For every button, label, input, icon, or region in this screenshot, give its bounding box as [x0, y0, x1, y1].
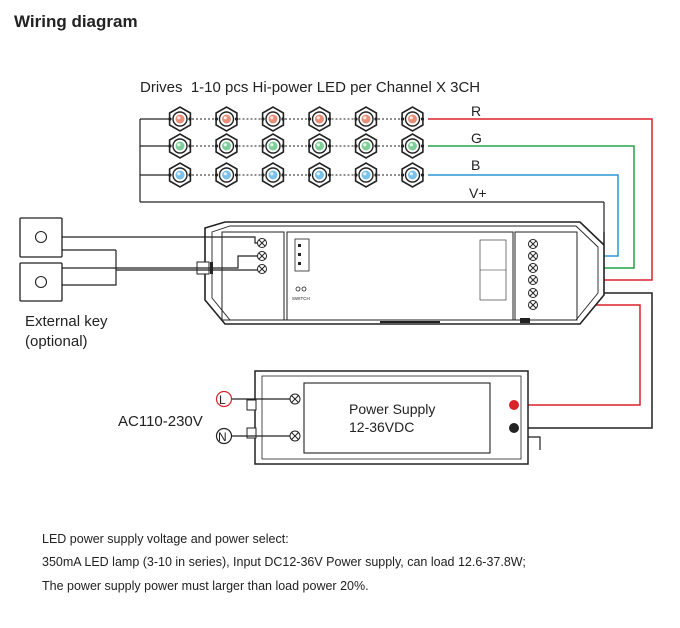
live-label: L [219, 393, 226, 407]
led-r-5 [354, 106, 378, 132]
led-row-r [168, 106, 425, 132]
neutral-terminal-marker [215, 427, 233, 445]
psu-output-positive [509, 400, 519, 410]
external-key-wires [62, 236, 258, 286]
external-key-label-line1: External key [25, 313, 108, 330]
led-b-2 [214, 162, 239, 188]
neutral-label: N [218, 430, 227, 444]
ac-input-label: AC110-230V [118, 413, 203, 430]
led-g-5 [354, 133, 378, 159]
led-g-1 [168, 133, 192, 159]
power-supply-box [246, 370, 529, 465]
controller-right-terminals [528, 239, 538, 310]
led-g-2 [214, 133, 239, 159]
led-row-b [168, 162, 425, 188]
led-r-4 [307, 106, 332, 132]
led-r-6 [400, 106, 425, 132]
led-b-4 [307, 162, 332, 188]
channel-label-b: B [471, 157, 480, 173]
led-b-3 [261, 162, 285, 188]
led-g-4 [307, 133, 332, 159]
led-r-1 [168, 106, 192, 132]
psu-input-terminals [289, 393, 301, 442]
led-array-caption: Drives 1-10 pcs Hi-power LED per Channel… [140, 79, 480, 96]
channel-label-g: G [471, 130, 482, 146]
live-terminal-marker [215, 390, 233, 408]
led-b-5 [354, 162, 378, 188]
external-key-buttons [19, 217, 63, 302]
note-line-3: The power supply power must larger than … [42, 579, 369, 593]
controller-markings: SWITCH [292, 238, 507, 301]
controller-left-terminals [257, 238, 267, 274]
controller-box [196, 221, 605, 325]
psu-output-negative [509, 423, 519, 433]
channel-label-vplus: V+ [469, 185, 487, 201]
ac-input-wires [231, 398, 290, 437]
psu-title: Power Supply [349, 401, 435, 417]
psu-output-stub [528, 436, 541, 450]
page-title: Wiring diagram [14, 12, 138, 31]
led-r-3 [261, 106, 285, 132]
led-left-bus [139, 118, 605, 232]
led-b-6 [400, 162, 425, 188]
led-array [168, 106, 425, 188]
led-b-1 [168, 162, 192, 188]
note-line-2: 350mA LED lamp (3-10 in series), Input D… [42, 555, 526, 569]
external-key-label-line2: (optional) [25, 333, 88, 350]
note-line-1: LED power supply voltage and power selec… [42, 532, 289, 546]
led-g-6 [400, 133, 425, 159]
led-row-g [168, 133, 425, 159]
channel-label-r: R [471, 103, 481, 119]
led-r-2 [214, 106, 239, 132]
external-key-2 [19, 262, 63, 302]
psu-range: 12-36VDC [349, 419, 414, 435]
external-key-1 [19, 217, 63, 258]
led-g-3 [261, 133, 285, 159]
switch-label: SWITCH [292, 296, 310, 301]
